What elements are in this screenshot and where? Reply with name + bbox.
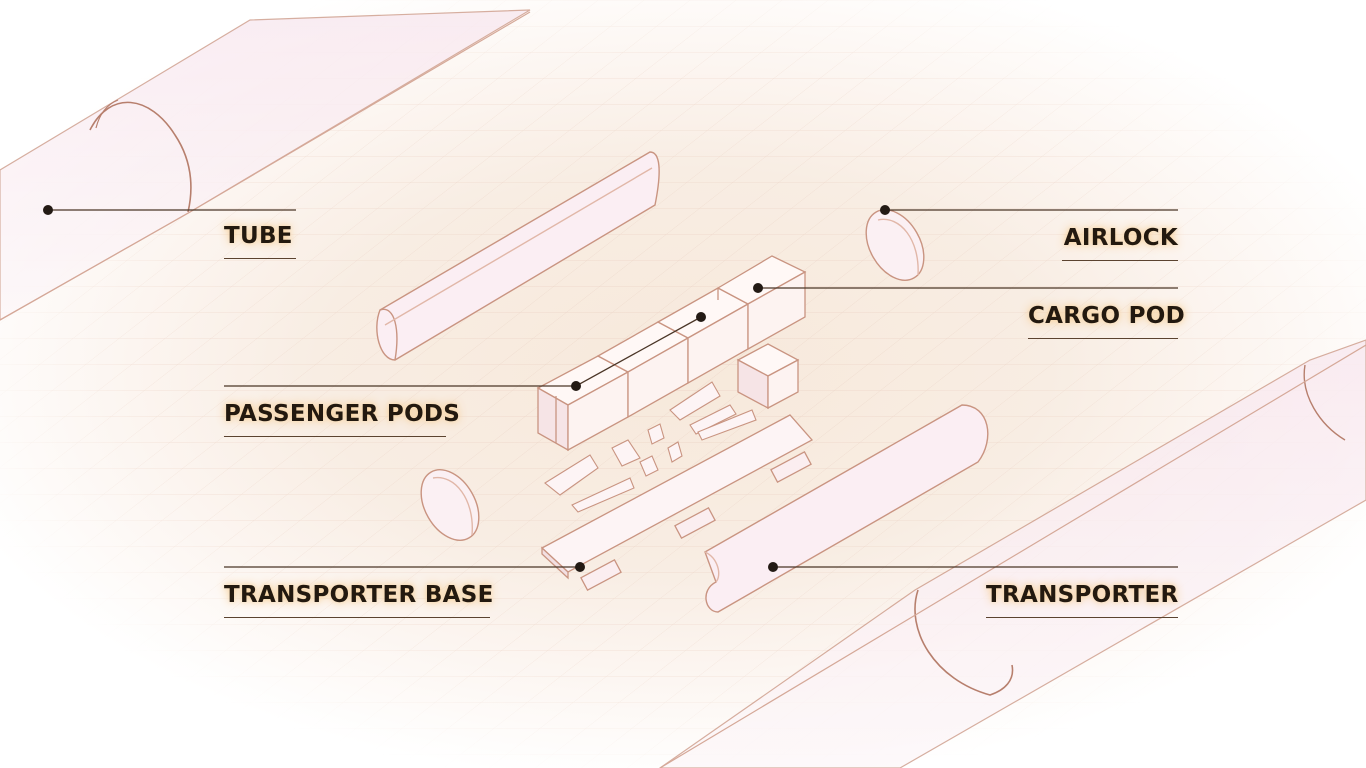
passenger-pods-label: PASSENGER PODS: [224, 403, 460, 437]
airlock-label: AIRLOCK: [1062, 227, 1178, 261]
pods-row: [536, 255, 807, 452]
tube-large-bottom: [658, 339, 1366, 768]
leader-lines: [43, 205, 1178, 572]
transporter-label: TRANSPORTER: [986, 584, 1178, 618]
tube-label: TUBE: [224, 225, 296, 259]
tube-large-top: [0, 9, 531, 321]
transporter-shell: [704, 404, 989, 613]
cargo-pod-label: CARGO POD: [1028, 305, 1185, 339]
airlock-lower: [420, 469, 480, 541]
tube-shell-upper: [376, 151, 660, 361]
airlock-upper: [865, 209, 925, 281]
bogie-front: [580, 451, 812, 591]
transporter-base-shape: [540, 414, 814, 591]
seat-fragments: [544, 381, 757, 513]
transporter-base-label: TRANSPORTER BASE: [224, 584, 493, 618]
